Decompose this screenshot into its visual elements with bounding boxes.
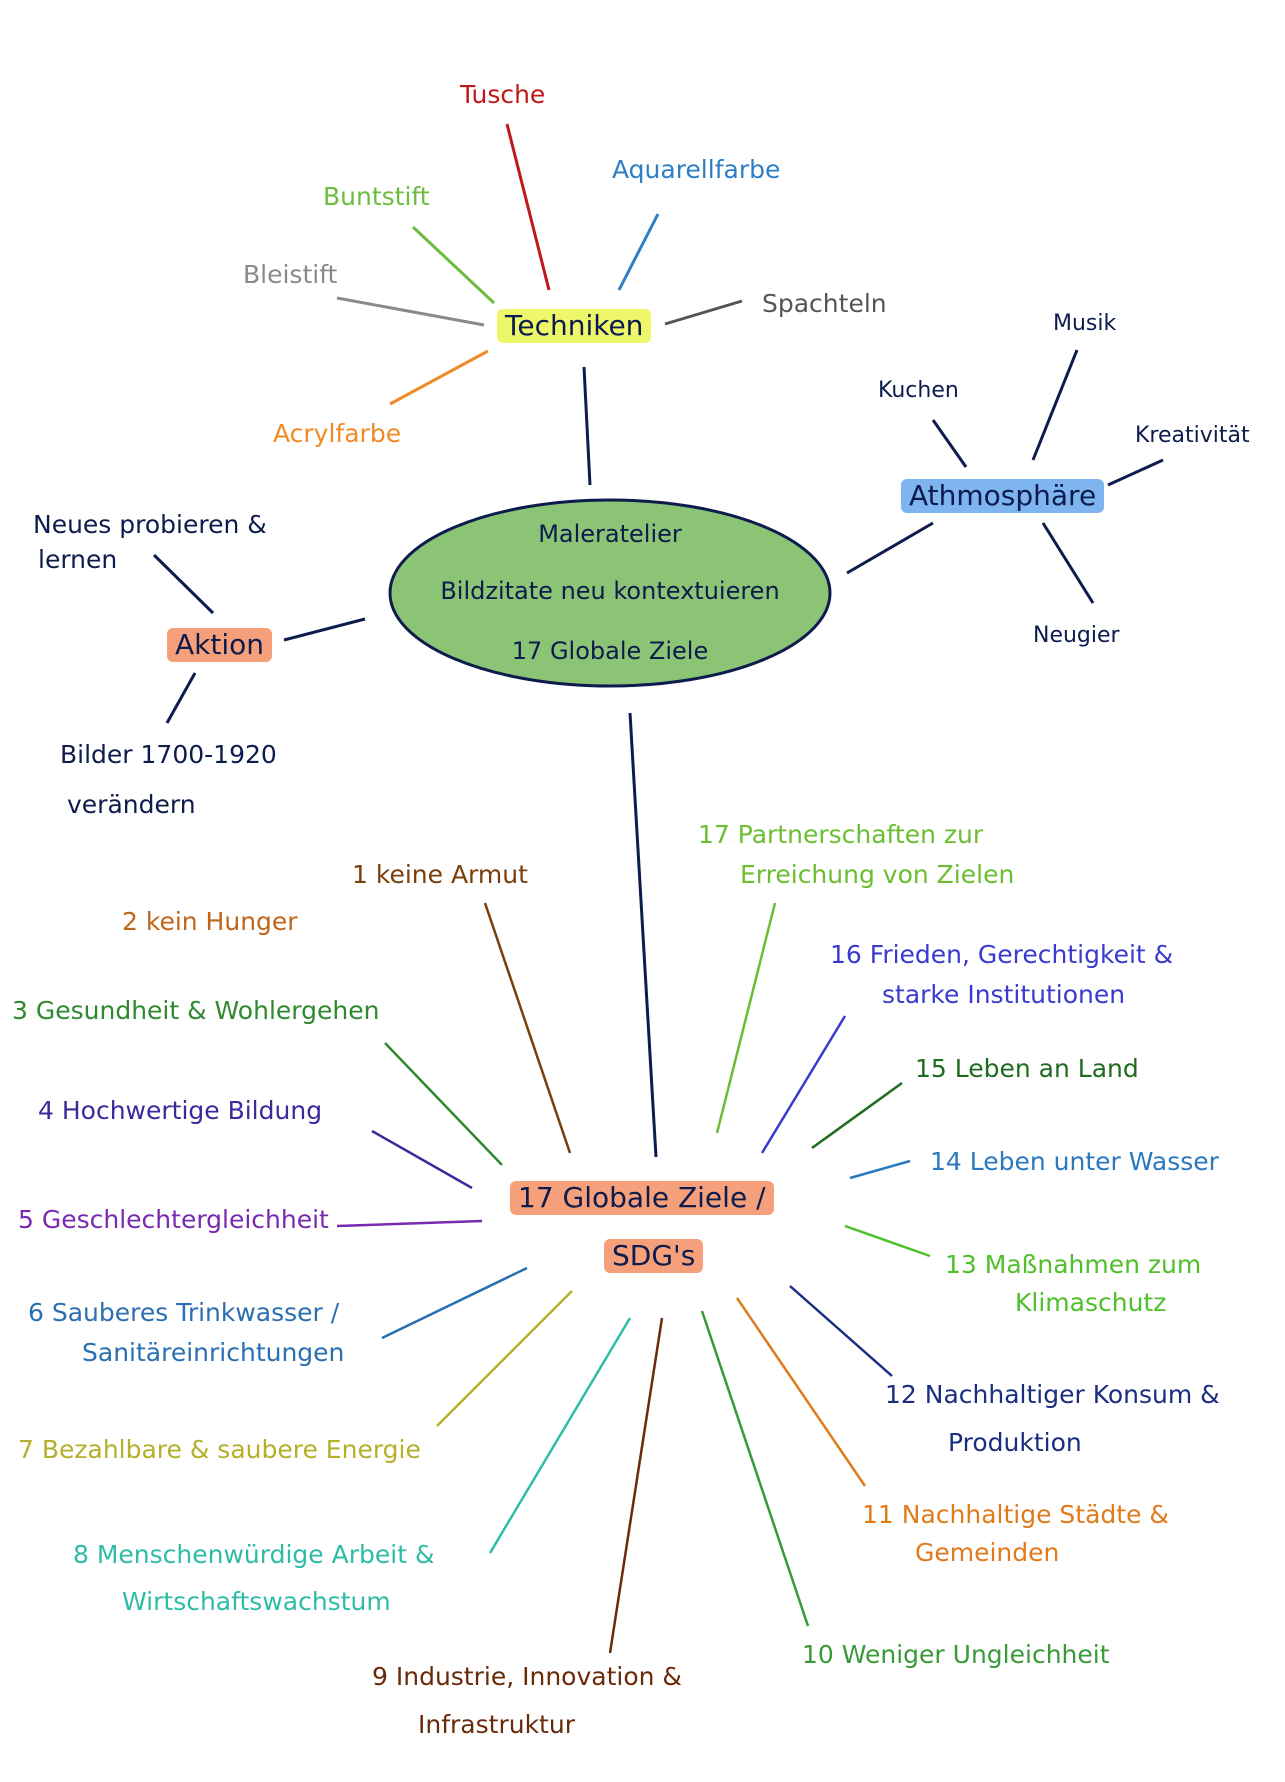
sdg-goal-1: 1 keine Armut bbox=[352, 860, 528, 889]
sdg-goal-11-line-1: 11 Nachhaltige Städte & bbox=[862, 1500, 1169, 1529]
sdg-goal-12-line-1: 12 Nachhaltiger Konsum & bbox=[885, 1380, 1220, 1409]
center-line-3: 17 Globale Ziele bbox=[511, 637, 709, 665]
technik-buntstift: Buntstift bbox=[323, 182, 430, 211]
athmosphaere-neugier: Neugier bbox=[1033, 623, 1120, 648]
aktion-item-2-line-2: verändern bbox=[67, 790, 196, 819]
line-goal-1 bbox=[483, 902, 572, 1154]
line-kuchen bbox=[931, 419, 968, 468]
sdg-node-line-1: 17 Globale Ziele / bbox=[510, 1181, 774, 1215]
line-bleistift bbox=[336, 296, 485, 327]
line-goal-11 bbox=[735, 1297, 867, 1487]
sdg-goal-16-line-1: 16 Frieden, Gerechtigkeit & bbox=[830, 940, 1174, 969]
line-goal-10 bbox=[700, 1310, 810, 1627]
line-bilder-veraendern bbox=[165, 672, 197, 724]
line-goal-4 bbox=[371, 1129, 473, 1190]
sdg-goal-16-line-2: starke Institutionen bbox=[882, 980, 1126, 1009]
line-athmosphaere-center bbox=[846, 521, 934, 575]
line-goal-15 bbox=[811, 1081, 903, 1150]
sdg-goal-3: 3 Gesundheit & Wohlergehen bbox=[12, 996, 380, 1025]
technik-bleistift: Bleistift bbox=[243, 260, 338, 289]
center-line-2: Bildzitate neu kontextuieren bbox=[440, 577, 780, 605]
sdg-goal-17-line-2: Erreichung von Zielen bbox=[740, 860, 1015, 889]
aktion-item-1-line-1: Neues probieren & bbox=[33, 510, 267, 539]
sdg-goal-17-line-1: 17 Partnerschaften zur bbox=[698, 820, 984, 849]
line-goal-13 bbox=[844, 1224, 931, 1258]
sdg-goal-9-line-1: 9 Industrie, Innovation & bbox=[372, 1662, 682, 1691]
line-goal-14 bbox=[849, 1159, 911, 1180]
aktion-node: Aktion bbox=[167, 628, 273, 662]
aktion-item-1-line-2: lernen bbox=[38, 545, 118, 574]
line-goal-12 bbox=[789, 1285, 893, 1377]
line-goal-17 bbox=[715, 902, 777, 1134]
line-goal-8 bbox=[488, 1317, 632, 1554]
center-ellipse bbox=[388, 498, 832, 688]
sdg-goal-9-line-2: Infrastruktur bbox=[418, 1710, 575, 1739]
sdg-goal-14: 14 Leben unter Wasser bbox=[930, 1147, 1219, 1176]
line-kreativitaet bbox=[1107, 458, 1164, 487]
sdg-goal-7: 7 Bezahlbare & saubere Energie bbox=[18, 1435, 421, 1464]
athmosphaere-musik: Musik bbox=[1053, 311, 1117, 336]
sdg-goal-12-line-2: Produktion bbox=[948, 1428, 1082, 1457]
line-aquarellfarbe bbox=[617, 213, 660, 291]
line-spachteln bbox=[664, 299, 743, 326]
sdg-goal-15: 15 Leben an Land bbox=[915, 1054, 1139, 1083]
technik-spachteln: Spachteln bbox=[762, 289, 887, 318]
line-buntstift bbox=[411, 225, 496, 305]
athmosphaere-node: Athmosphäre bbox=[901, 479, 1105, 513]
sdg-goal-4: 4 Hochwertige Bildung bbox=[38, 1096, 323, 1125]
sdg-goal-13-line-1: 13 Maßnahmen zum bbox=[945, 1250, 1202, 1279]
line-goal-16 bbox=[760, 1015, 847, 1154]
line-neugier bbox=[1041, 522, 1095, 604]
sdg-goal-5: 5 Geschlechtergleichheit bbox=[18, 1205, 329, 1234]
techniken-node: Techniken bbox=[497, 309, 652, 343]
center-line-1: Maleratelier bbox=[538, 520, 682, 548]
technik-aquarellfarbe: Aquarellfarbe bbox=[612, 155, 781, 184]
athmosphaere-kreativitaet: Kreativität bbox=[1135, 423, 1250, 448]
technik-tusche: Tusche bbox=[460, 80, 546, 109]
athmosphaere-kuchen: Kuchen bbox=[878, 378, 959, 403]
sdg-goal-10: 10 Weniger Ungleichheit bbox=[802, 1640, 1110, 1669]
line-goal-5 bbox=[336, 1219, 483, 1228]
line-goal-6 bbox=[381, 1266, 528, 1340]
line-goal-9 bbox=[608, 1317, 664, 1654]
sdg-goal-8-line-2: Wirtschaftswachstum bbox=[122, 1587, 391, 1616]
line-tusche bbox=[505, 123, 551, 291]
line-aktion-center bbox=[283, 617, 366, 642]
sdg-goal-8-line-1: 8 Menschenwürdige Arbeit & bbox=[73, 1540, 435, 1569]
line-acrylfarbe bbox=[389, 349, 489, 406]
sdg-goal-13-line-2: Klimaschutz bbox=[1015, 1288, 1167, 1317]
sdg-goal-6-line-1: 6 Sauberes Trinkwasser / bbox=[28, 1298, 340, 1327]
sdg-goal-2: 2 kein Hunger bbox=[122, 907, 298, 936]
line-center-sdg bbox=[628, 712, 658, 1158]
line-techniken-center bbox=[582, 366, 592, 486]
aktion-item-2-line-1: Bilder 1700-1920 bbox=[60, 740, 277, 769]
line-neues-probieren bbox=[152, 553, 215, 615]
technik-acrylfarbe: Acrylfarbe bbox=[273, 419, 402, 448]
line-musik bbox=[1031, 349, 1079, 461]
line-goal-7 bbox=[436, 1290, 573, 1427]
line-goal-3 bbox=[384, 1042, 503, 1166]
sdg-goal-11-line-2: Gemeinden bbox=[915, 1538, 1060, 1567]
sdg-node-line-2: SDG's bbox=[604, 1239, 704, 1273]
sdg-goal-6-line-2: Sanitäreinrichtungen bbox=[82, 1338, 345, 1367]
